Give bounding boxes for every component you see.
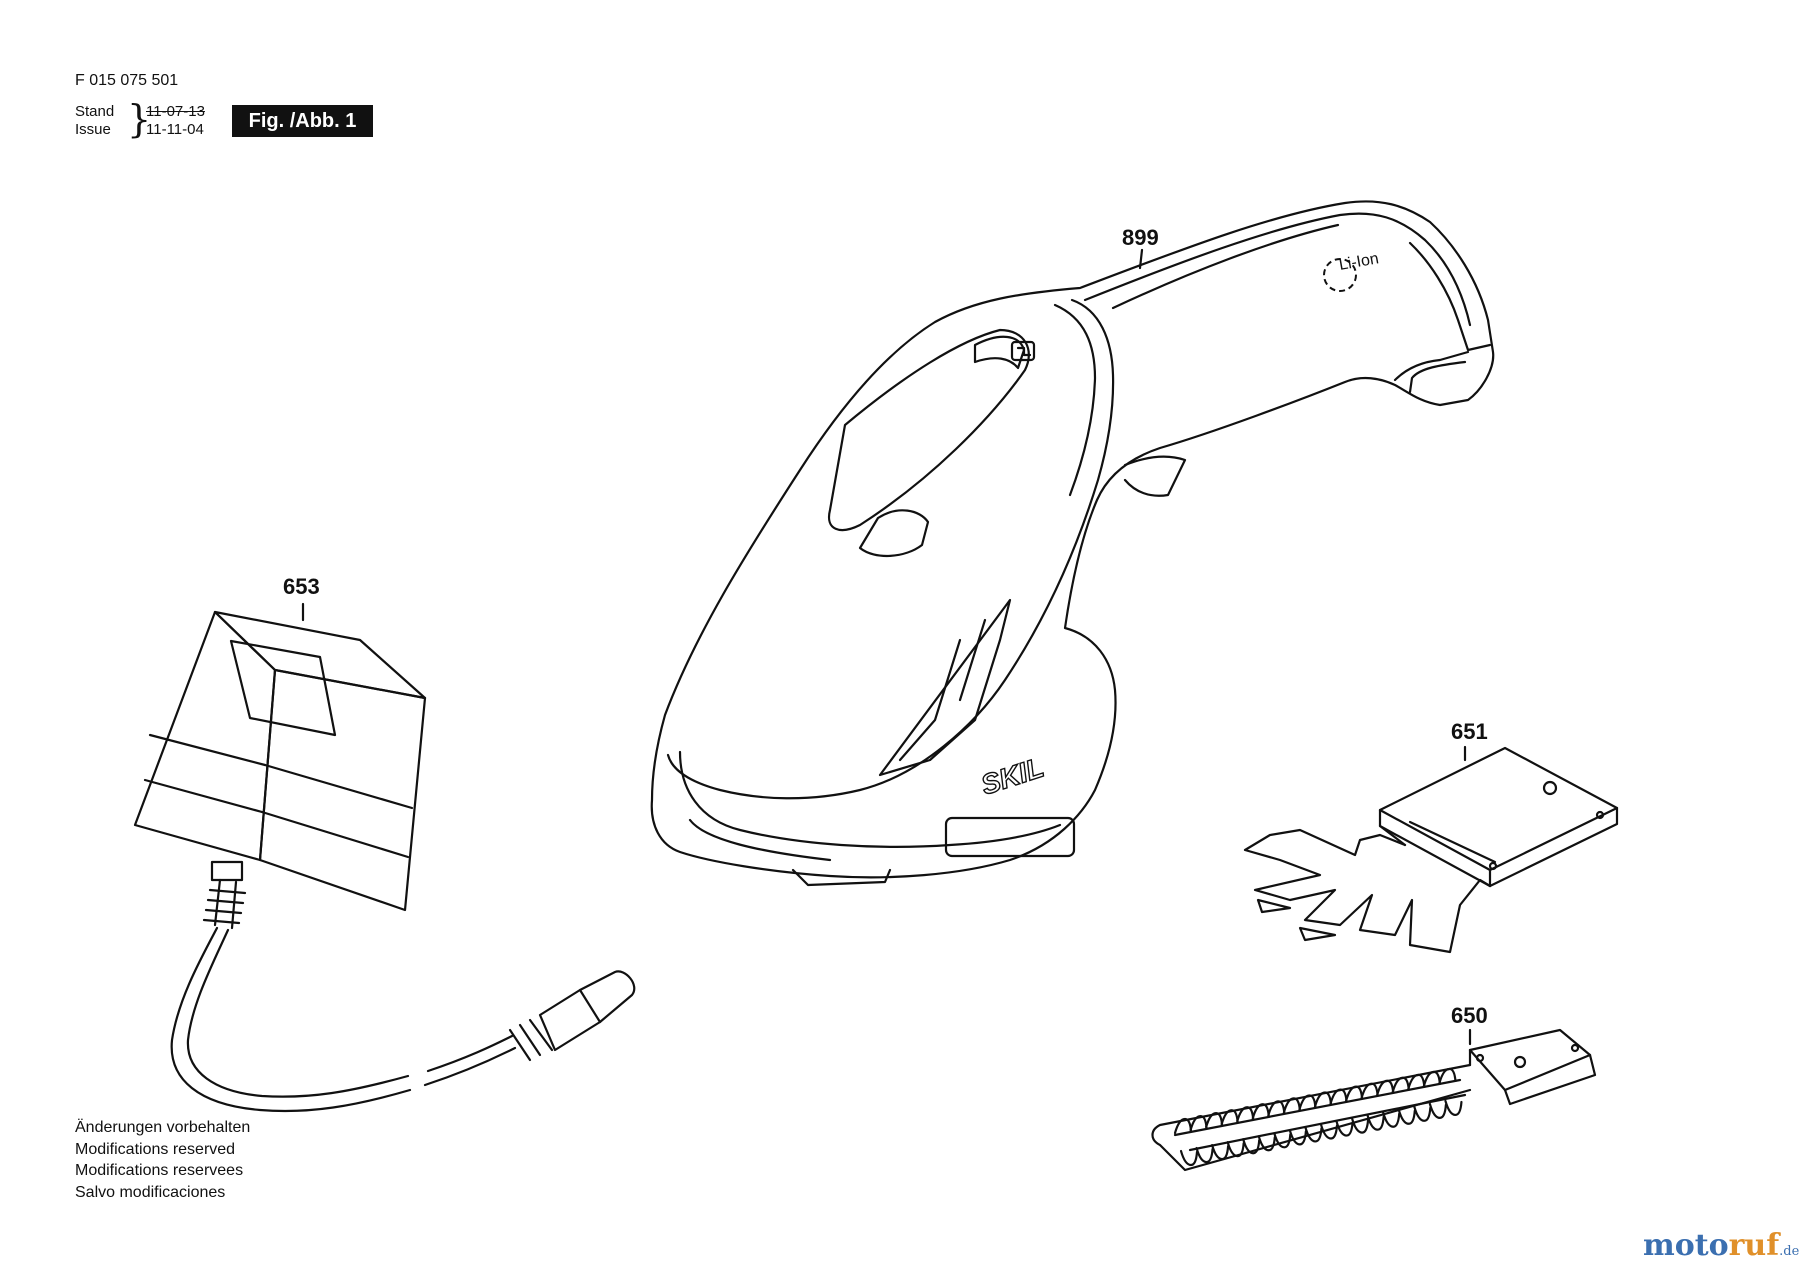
blade-tooth [1288,1129,1307,1146]
blade-tooth [1366,1114,1385,1131]
blade-tooth [1444,1099,1463,1117]
blade-tooth [1195,1146,1214,1164]
brand-logo: SKIL [977,752,1047,801]
battery-badge-text: Li-Ion [1338,250,1380,274]
blade-tooth [1298,1094,1317,1111]
watermark-part: ruf [1728,1228,1780,1263]
shear-body-illustration [650,200,1495,887]
stand-label: Stand [75,103,115,120]
stand-date: 11-07-13 [146,103,205,120]
watermark-suffix: .de [1779,1244,1800,1259]
disclaimer-line: Modifications reserved [75,1140,236,1158]
disclaimer-line: Modifications reservees [75,1162,244,1179]
blade-tooth [1242,1138,1261,1155]
shrub-blade-teeth [1173,1067,1463,1167]
blade-tooth [1360,1082,1379,1099]
callout-899: 899 [1122,225,1159,250]
watermark-logo: motoruf.de [1643,1228,1799,1263]
blade-tooth [1226,1141,1245,1158]
li-ion-badge-icon: Li-Ion [1323,250,1380,292]
shrub-blade-illustration [1151,1028,1597,1172]
disclaimer-line: Änderungen vorbehalten [75,1119,251,1136]
blade-tooth [1257,1135,1276,1152]
blade-tooth [1407,1073,1426,1090]
blade-tooth [1189,1114,1208,1132]
blade-tooth [1335,1120,1354,1137]
document-number: F 015 075 501 [75,72,179,89]
grass-blade-illustration [1243,745,1619,954]
blade-tooth [1428,1102,1447,1119]
blade-tooth [1319,1123,1339,1140]
blade-tooth [1179,1149,1199,1167]
blade-tooth [1422,1070,1441,1087]
callout-653: 653 [283,574,320,599]
blade-tooth [1236,1106,1255,1123]
blade-tooth [1376,1079,1395,1096]
blade-tooth [1397,1108,1416,1125]
disclaimer-line: Salvo modificaciones [75,1183,226,1201]
issue-date: 11-11-04 [146,121,204,138]
blade-tooth [1313,1091,1333,1108]
blade-tooth [1173,1117,1193,1135]
disclaimer-notes: Änderungen vorbehalten Modifications res… [75,1117,250,1203]
blade-tooth [1351,1117,1370,1134]
blade-tooth [1438,1067,1457,1085]
blade-tooth [1211,1144,1230,1161]
issue-label: Issue [75,121,111,138]
figure-badge: Fig. /Abb. 1 [232,105,373,137]
blade-tooth [1267,1100,1286,1117]
blade-tooth [1273,1132,1292,1149]
blade-tooth [1329,1088,1348,1105]
blade-tooth [1345,1085,1364,1102]
blade-tooth [1282,1097,1301,1114]
blade-tooth [1391,1076,1410,1093]
callout-651: 651 [1451,719,1488,744]
blade-tooth [1413,1105,1432,1122]
blade-tooth [1251,1103,1270,1120]
charger-illustration [133,602,636,1113]
watermark-part: moto [1643,1228,1729,1263]
blade-tooth [1382,1111,1401,1128]
blade-tooth [1304,1126,1323,1143]
blade-tooth [1205,1112,1224,1129]
brace-icon: } [127,97,152,141]
callout-650: 650 [1451,1003,1488,1028]
blade-tooth [1220,1109,1239,1126]
